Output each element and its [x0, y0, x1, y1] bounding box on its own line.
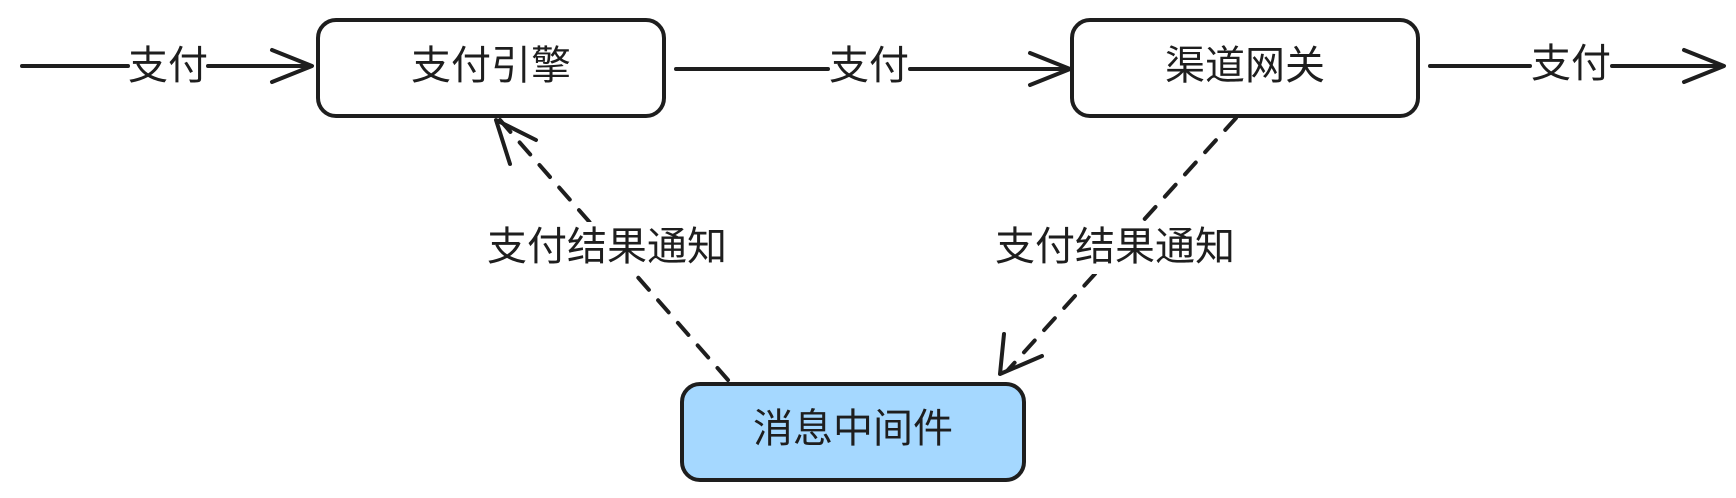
edge-label-input-payment: 支付 [128, 43, 208, 89]
edge-label-middleware-to-engine: 支付结果通知 [487, 224, 727, 270]
edge-input-payment: 支付 [20, 43, 314, 89]
node-label-payment-engine: 支付引擎 [411, 43, 571, 89]
node-label-message-middleware: 消息中间件 [753, 406, 953, 452]
node-message-middleware: 消息中间件 [680, 382, 1026, 482]
node-payment-engine: 支付引擎 [316, 18, 666, 118]
node-channel-gateway: 渠道网关 [1070, 18, 1420, 118]
node-label-channel-gateway: 渠道网关 [1165, 43, 1325, 89]
edge-label-gateway-to-middleware: 支付结果通知 [995, 224, 1235, 270]
edge-label-engine-to-gateway: 支付 [829, 43, 909, 89]
edge-gateway-to-middleware: 支付结果通知 [995, 116, 1238, 376]
edge-gateway-output: 支付 [1428, 41, 1726, 87]
edge-middleware-to-engine: 支付结果通知 [487, 118, 730, 382]
edge-label-gateway-output: 支付 [1531, 41, 1611, 87]
edge-engine-to-gateway: 支付 [674, 43, 1072, 89]
